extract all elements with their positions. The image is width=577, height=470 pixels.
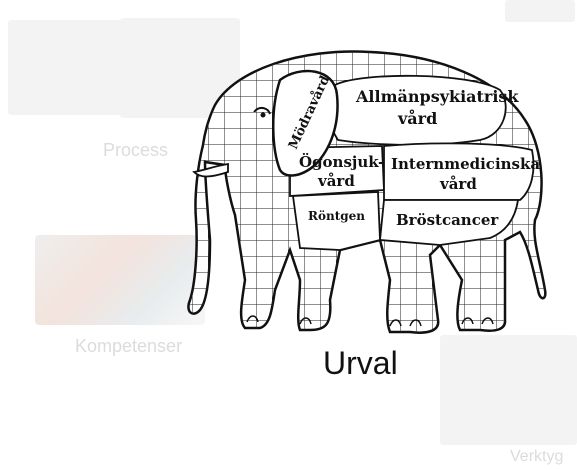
label-ogonsjuk-2: vård: [317, 172, 355, 190]
label-brostcancer: Bröstcancer: [396, 211, 499, 229]
elephant-toes: [247, 316, 493, 326]
caption-urval: Urval: [323, 345, 398, 382]
label-allmanpsyk-1: Allmänpsykiatrisk: [355, 87, 519, 106]
label-internmed-1: Internmedicinska: [391, 155, 540, 173]
label-rontgen: Röntgen: [308, 209, 365, 223]
label-allmanpsyk-2: vård: [397, 108, 437, 128]
label-ogonsjuk-1: Ögonsjuk-: [299, 152, 384, 171]
label-internmed-2: vård: [439, 175, 477, 193]
